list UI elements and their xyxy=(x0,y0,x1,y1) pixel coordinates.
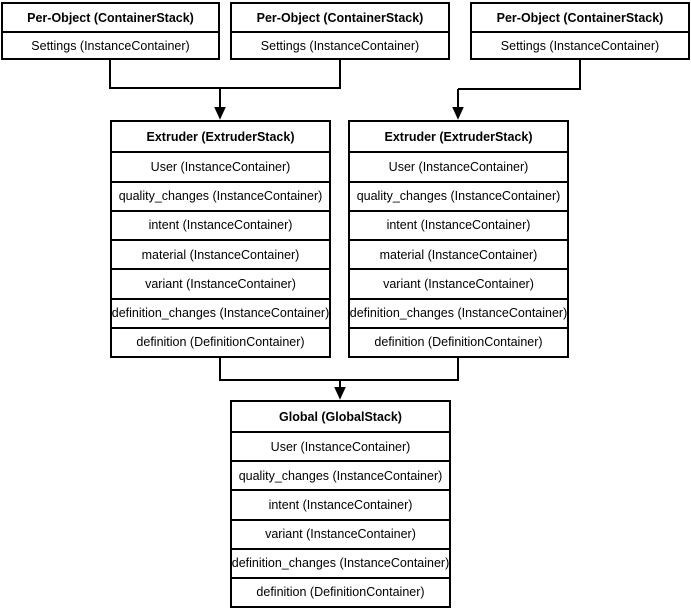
per-object-stack-1-row-settings: Settings (InstanceContainer) xyxy=(3,31,218,58)
extruder-stack-2-title: Extruder (ExtruderStack) xyxy=(384,129,533,144)
extruder-stack-2: Extruder (ExtruderStack) User (InstanceC… xyxy=(348,120,569,358)
connector-perobject-to-extruder1 xyxy=(109,60,341,109)
connector-perobject-to-extruder2 xyxy=(457,60,581,109)
extruder-stack-1-row-quality-changes: quality_changes (InstanceContainer) xyxy=(112,180,329,210)
global-stack-title: Global (GlobalStack) xyxy=(279,409,402,424)
global-stack-row-definition-changes: definition_changes (InstanceContainer) xyxy=(232,547,449,577)
extruder-stack-1-row-material: material (InstanceContainer) xyxy=(112,239,329,268)
extruder-stack-2-row-definition-changes: definition_changes (InstanceContainer) xyxy=(350,297,567,327)
global-stack-row-intent: intent (InstanceContainer) xyxy=(232,489,449,518)
extruder-stack-2-row-user: User (InstanceContainer) xyxy=(350,151,567,180)
per-object-stack-3-title: Per-Object (ContainerStack) xyxy=(496,10,664,25)
per-object-stack-1: Per-Object (ContainerStack) Settings (In… xyxy=(1,2,220,60)
per-object-stack-3-row-settings: Settings (InstanceContainer) xyxy=(472,31,688,58)
extruder-stack-1-title: Extruder (ExtruderStack) xyxy=(146,129,295,144)
arrowhead-extruder1 xyxy=(214,107,226,120)
extruder-stack-1-row-definition: definition (DefinitionContainer) xyxy=(112,326,329,356)
global-stack-row-quality-changes: quality_changes (InstanceContainer) xyxy=(232,460,449,489)
extruder-stack-1-row-intent: intent (InstanceContainer) xyxy=(112,209,329,239)
per-object-stack-2-title: Per-Object (ContainerStack) xyxy=(256,10,424,25)
extruder-stack-2-row-variant: variant (InstanceContainer) xyxy=(350,268,567,297)
extruder-stack-2-row-material: material (InstanceContainer) xyxy=(350,239,567,268)
extruder-stack-2-row-intent: intent (InstanceContainer) xyxy=(350,209,567,239)
extruder-stack-1-row-variant: variant (InstanceContainer) xyxy=(112,268,329,297)
extruder-stack-2-row-definition: definition (DefinitionContainer) xyxy=(350,326,567,356)
extruder-stack-1: Extruder (ExtruderStack) User (InstanceC… xyxy=(110,120,331,358)
per-object-stack-3: Per-Object (ContainerStack) Settings (In… xyxy=(470,2,690,60)
extruder-stack-2-row-quality-changes: quality_changes (InstanceContainer) xyxy=(350,180,567,210)
global-stack-row-definition: definition (DefinitionContainer) xyxy=(232,576,449,606)
per-object-stack-2: Per-Object (ContainerStack) Settings (In… xyxy=(230,2,450,60)
extruder-stack-1-row-user: User (InstanceContainer) xyxy=(112,151,329,180)
arrowhead-extruder2 xyxy=(452,107,464,120)
per-object-stack-1-title: Per-Object (ContainerStack) xyxy=(27,10,194,25)
global-stack-row-user: User (InstanceContainer) xyxy=(232,431,449,460)
connector-extruders-to-global xyxy=(219,358,459,389)
arrowhead-global xyxy=(334,387,346,400)
global-stack-row-variant: variant (InstanceContainer) xyxy=(232,518,449,548)
extruder-stack-1-row-definition-changes: definition_changes (InstanceContainer) xyxy=(112,297,329,327)
per-object-stack-2-row-settings: Settings (InstanceContainer) xyxy=(232,31,448,58)
global-stack: Global (GlobalStack) User (InstanceConta… xyxy=(230,400,451,608)
